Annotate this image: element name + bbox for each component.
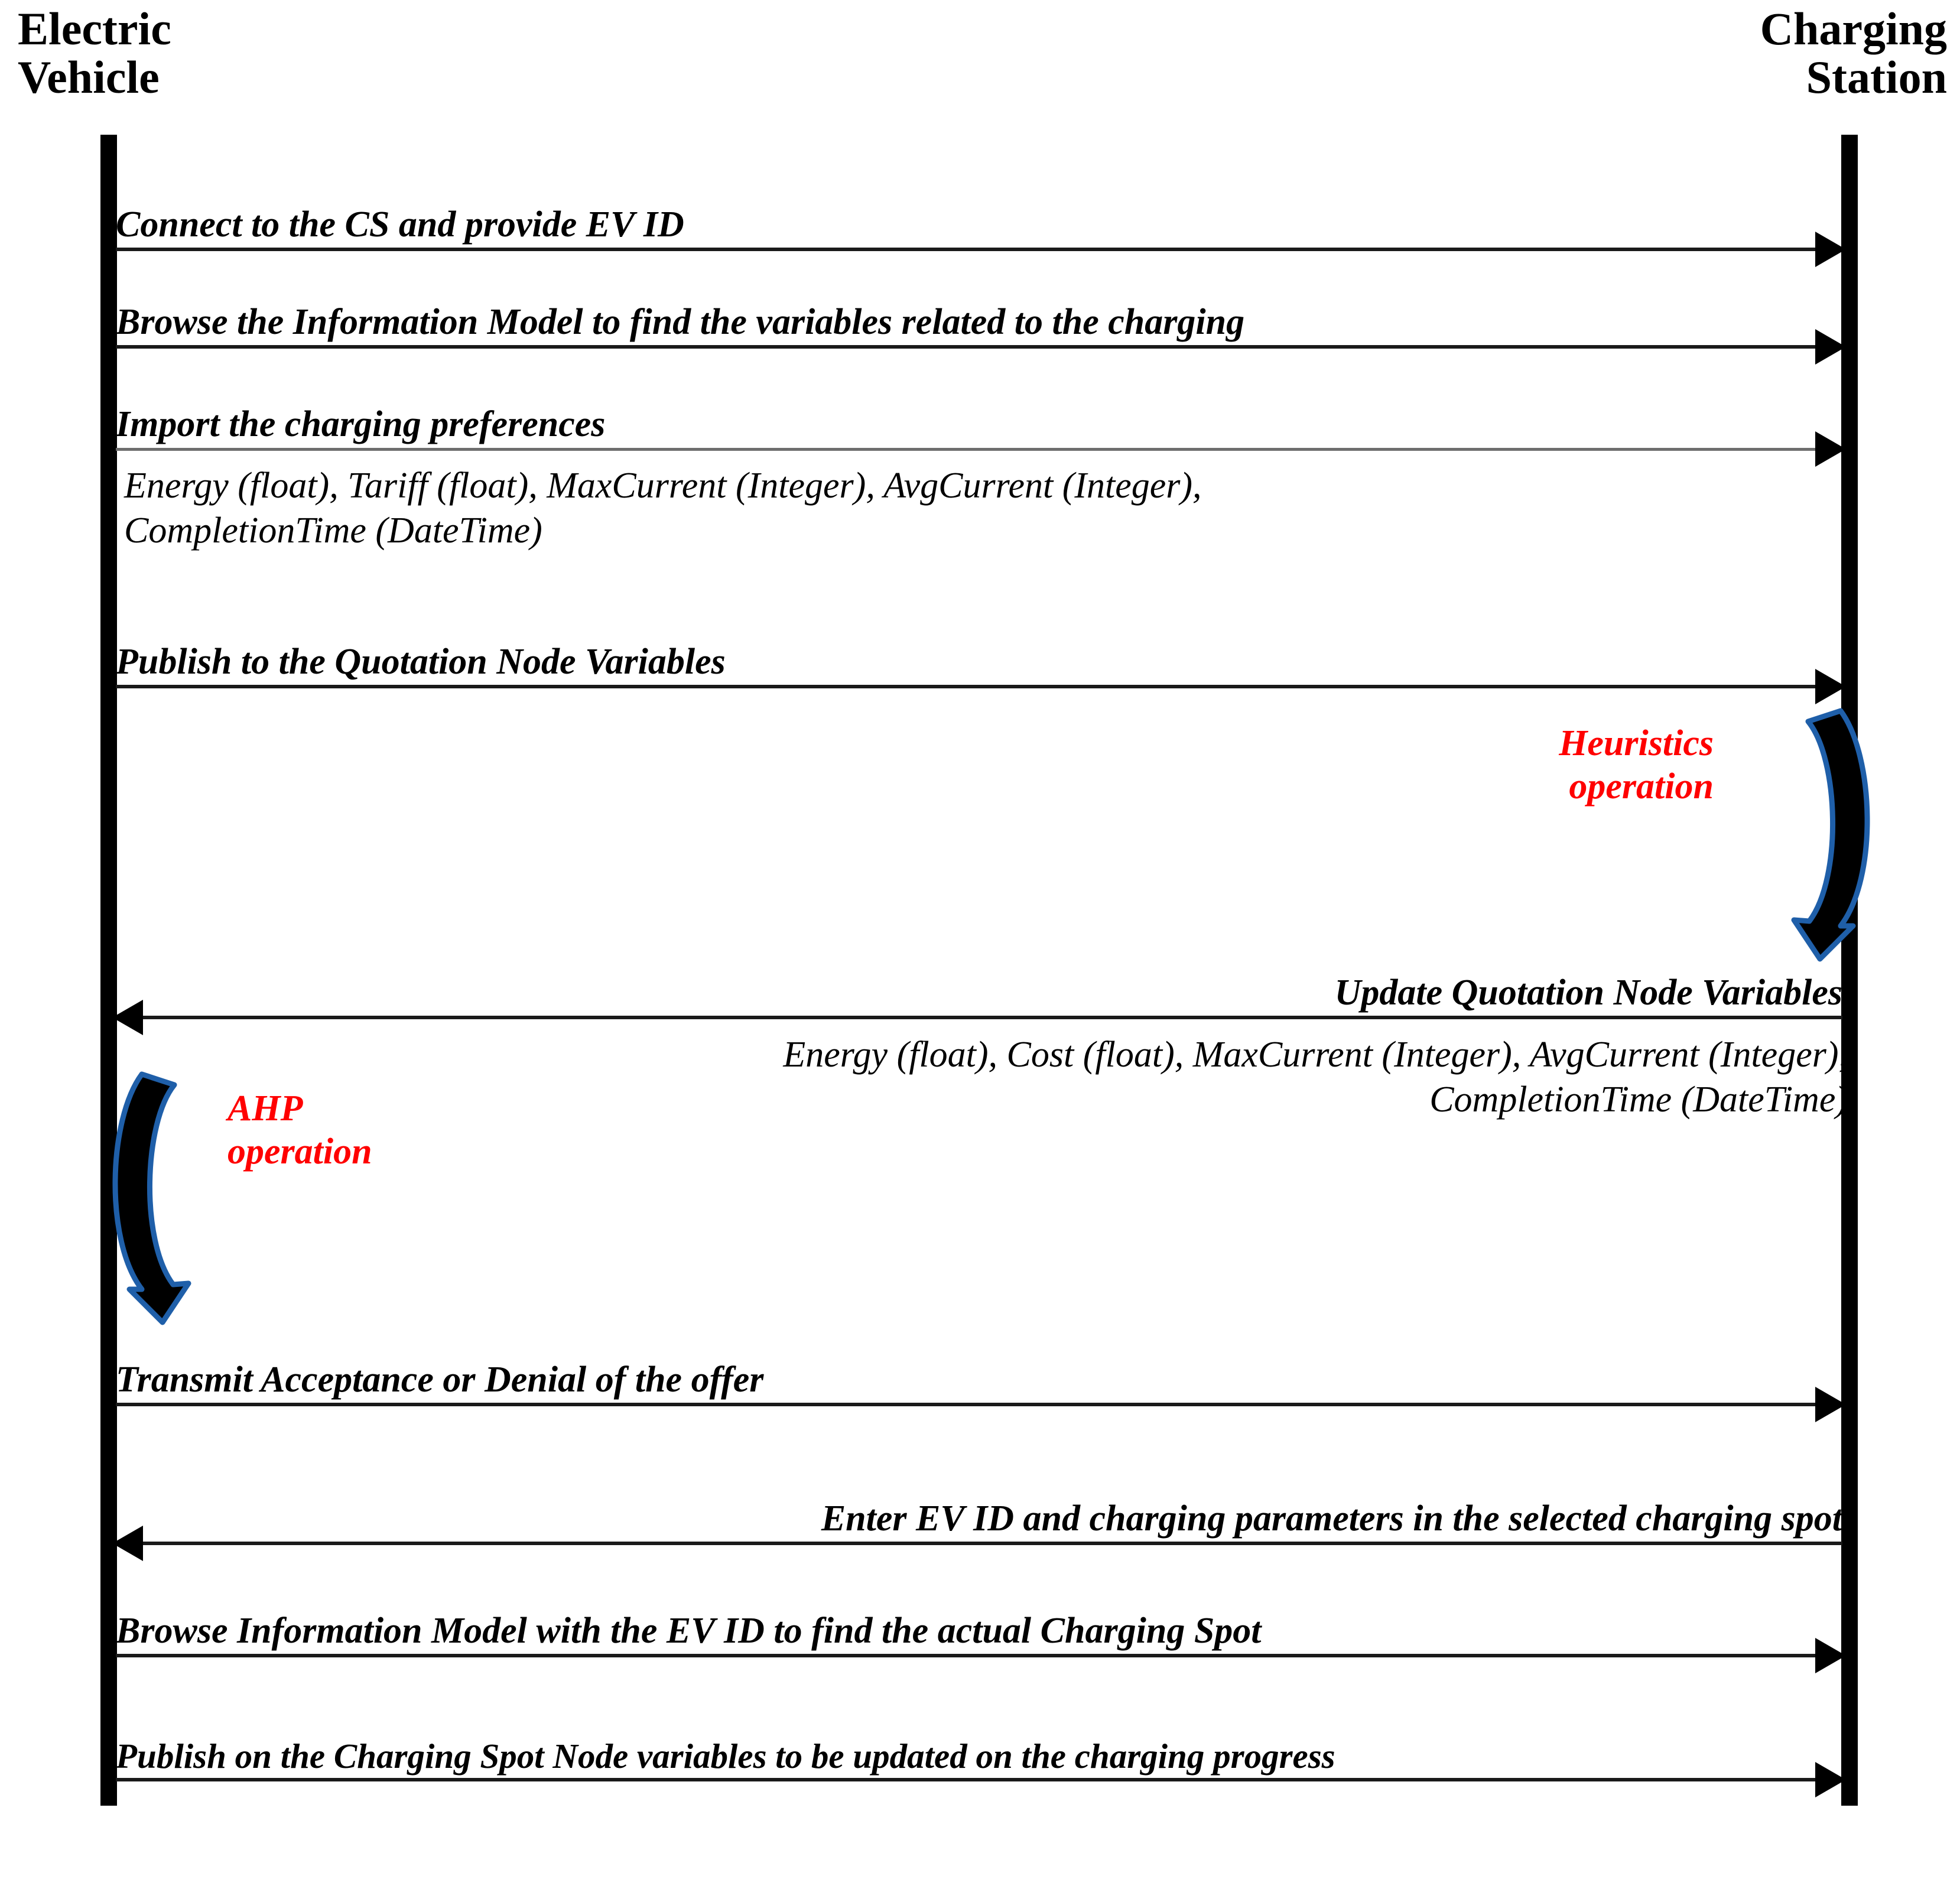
message-enter-ev-id-and-parameters[interactable]: Enter EV ID and charging parameters in t… [112,1454,1842,1561]
message-arrow-line [116,248,1842,251]
arrow-head-right-icon [1815,1638,1846,1673]
arrow-head-right-icon [1815,431,1846,467]
arrow-head-right-icon [1815,232,1846,267]
self-loop-heuristics [1737,700,1873,966]
message-import-charging-preferences[interactable]: Import the charging preferences [116,369,1846,467]
lifeline-charging-station [1841,135,1858,1806]
message-arrow-line [116,1403,1842,1406]
message-label: Update Quotation Node Variables [1334,972,1842,1013]
message-label: Enter EV ID and charging parameters in t… [821,1498,1842,1539]
operation-label-heuristics: Heuristics operation [1559,723,1714,807]
arrow-head-right-icon [1815,1387,1846,1422]
message-label: Import the charging preferences [116,404,606,444]
message-arrow-line [116,1654,1842,1657]
note-quotation-parameters: Energy (float), Cost (float), MaxCurrent… [783,1035,1848,1120]
participant-header-electric-vehicle: Electric Vehicle [18,3,171,103]
participant-header-charging-station: Charging Station [1760,3,1947,103]
message-label: Browse Information Model with the EV ID … [116,1610,1262,1651]
message-arrow-line [116,1778,1842,1781]
message-update-quotation-node-variables[interactable]: Update Quotation Node Variables [112,939,1842,1035]
message-publish-charging-spot-node-variables[interactable]: Publish on the Charging Spot Node variab… [116,1687,1846,1797]
self-loop-ahp [109,1064,245,1329]
message-transmit-acceptance-or-denial[interactable]: Transmit Acceptance or Denial of the off… [116,1326,1846,1422]
message-browse-information-model[interactable]: Browse the Information Model to find the… [116,269,1846,365]
message-label: Publish on the Charging Spot Node variab… [116,1736,1335,1776]
message-publish-quotation-node-variables[interactable]: Publish to the Quotation Node Variables [116,609,1846,704]
message-label: Connect to the CS and provide EV ID [116,204,684,245]
arrow-head-left-icon [112,1526,143,1561]
message-label: Transmit Acceptance or Denial of the off… [116,1359,764,1400]
message-arrow-line [116,448,1842,451]
message-arrow-line [116,345,1842,349]
arrow-head-left-icon [112,1000,143,1035]
message-arrow-line [116,1542,1842,1545]
message-label: Publish to the Quotation Node Variables [116,641,726,682]
message-browse-information-model-ev-id[interactable]: Browse Information Model with the EV ID … [116,1566,1846,1673]
message-connect-to-cs[interactable]: Connect to the CS and provide EV ID [116,151,1846,267]
loop-arrow-icon [112,1071,191,1325]
operation-label-ahp: AHP operation [227,1088,372,1172]
loop-arrow-icon [1791,708,1870,962]
arrow-head-right-icon [1815,329,1846,365]
message-arrow-line [116,685,1842,688]
message-label: Browse the Information Model to find the… [116,301,1245,342]
arrow-head-right-icon [1815,1762,1846,1797]
note-charging-preference-parameters: Energy (float), Tariff (float), MaxCurre… [124,466,1202,551]
arrow-head-right-icon [1815,669,1846,704]
message-arrow-line [116,1016,1842,1019]
